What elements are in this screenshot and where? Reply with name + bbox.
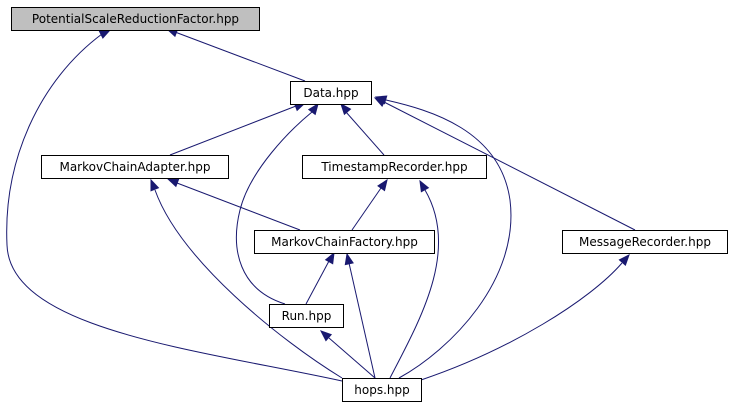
edge-run-to-data xyxy=(235,102,319,305)
edge-line xyxy=(345,111,385,156)
edge-line xyxy=(174,31,306,82)
node-mca[interactable]: MarkovChainAdapter.hpp xyxy=(41,155,229,179)
edge-data-to-psrf xyxy=(165,28,306,82)
arrowhead xyxy=(340,102,352,116)
node-label: MarkovChainAdapter.hpp xyxy=(59,160,210,174)
node-psrf: PotentialScaleReductionFactor.hpp xyxy=(11,7,260,31)
arrowhead xyxy=(319,330,333,342)
node-box xyxy=(290,81,372,105)
arrowhead xyxy=(419,179,430,193)
edge-line xyxy=(389,189,440,379)
edge-run-to-mcf xyxy=(305,251,335,305)
edge-mcf-to-tsr xyxy=(351,178,388,231)
edge-line xyxy=(420,262,623,381)
arrowhead xyxy=(150,178,160,192)
edge-line xyxy=(385,99,512,379)
edge-hops-to-tsr xyxy=(389,179,440,379)
node-label: hops.hpp xyxy=(354,383,409,397)
edge-line xyxy=(6,33,343,382)
node-tsr[interactable]: TimestampRecorder.hpp xyxy=(302,155,487,179)
node-label: MessageRecorder.hpp xyxy=(579,235,711,249)
node-box xyxy=(41,155,229,179)
edge-line xyxy=(235,111,313,305)
node-run[interactable]: Run.hpp xyxy=(269,304,344,328)
edge-mca-to-data xyxy=(169,102,307,156)
nodes-layer: PotentialScaleReductionFactor.hppData.hp… xyxy=(11,7,728,402)
node-label: PotentialScaleReductionFactor.hpp xyxy=(32,12,239,26)
arrowhead xyxy=(374,95,388,105)
edge-line xyxy=(351,187,382,231)
edge-mcf-to-mca xyxy=(166,178,301,231)
arrowhead xyxy=(98,29,112,39)
node-box xyxy=(254,230,435,254)
edge-hops-to-data xyxy=(374,95,512,379)
node-box xyxy=(11,7,260,31)
arrowhead xyxy=(166,178,180,188)
node-label: Run.hpp xyxy=(282,309,332,323)
edge-hops-to-mcf xyxy=(344,252,376,379)
node-box xyxy=(342,378,422,402)
node-label: Data.hpp xyxy=(303,86,358,100)
edge-line xyxy=(383,101,636,231)
node-box xyxy=(562,230,728,254)
edge-line xyxy=(305,260,330,305)
node-label: TimestampRecorder.hpp xyxy=(320,160,467,174)
edge-line xyxy=(348,262,376,379)
edge-line xyxy=(176,182,301,231)
arrowhead xyxy=(307,102,319,116)
arrowhead xyxy=(618,253,630,267)
edge-hops-to-msg xyxy=(420,253,630,381)
node-label: MarkovChainFactory.hpp xyxy=(271,235,418,249)
edge-line xyxy=(328,337,376,379)
edge-hops-to-run xyxy=(319,330,376,379)
node-box xyxy=(302,155,487,179)
arrowhead xyxy=(377,178,388,192)
arrowhead xyxy=(344,252,354,266)
edge-line xyxy=(154,189,343,379)
node-mcf[interactable]: MarkovChainFactory.hpp xyxy=(254,230,435,254)
node-hops[interactable]: hops.hpp xyxy=(342,378,422,402)
edges-layer xyxy=(6,28,636,382)
node-msg[interactable]: MessageRecorder.hpp xyxy=(562,230,728,254)
edge-tsr-to-data xyxy=(340,102,385,156)
node-box xyxy=(269,304,344,328)
node-data[interactable]: Data.hpp xyxy=(290,81,372,105)
arrowhead xyxy=(324,251,335,265)
edge-hops-to-mca xyxy=(150,178,343,379)
edge-line xyxy=(169,105,297,156)
